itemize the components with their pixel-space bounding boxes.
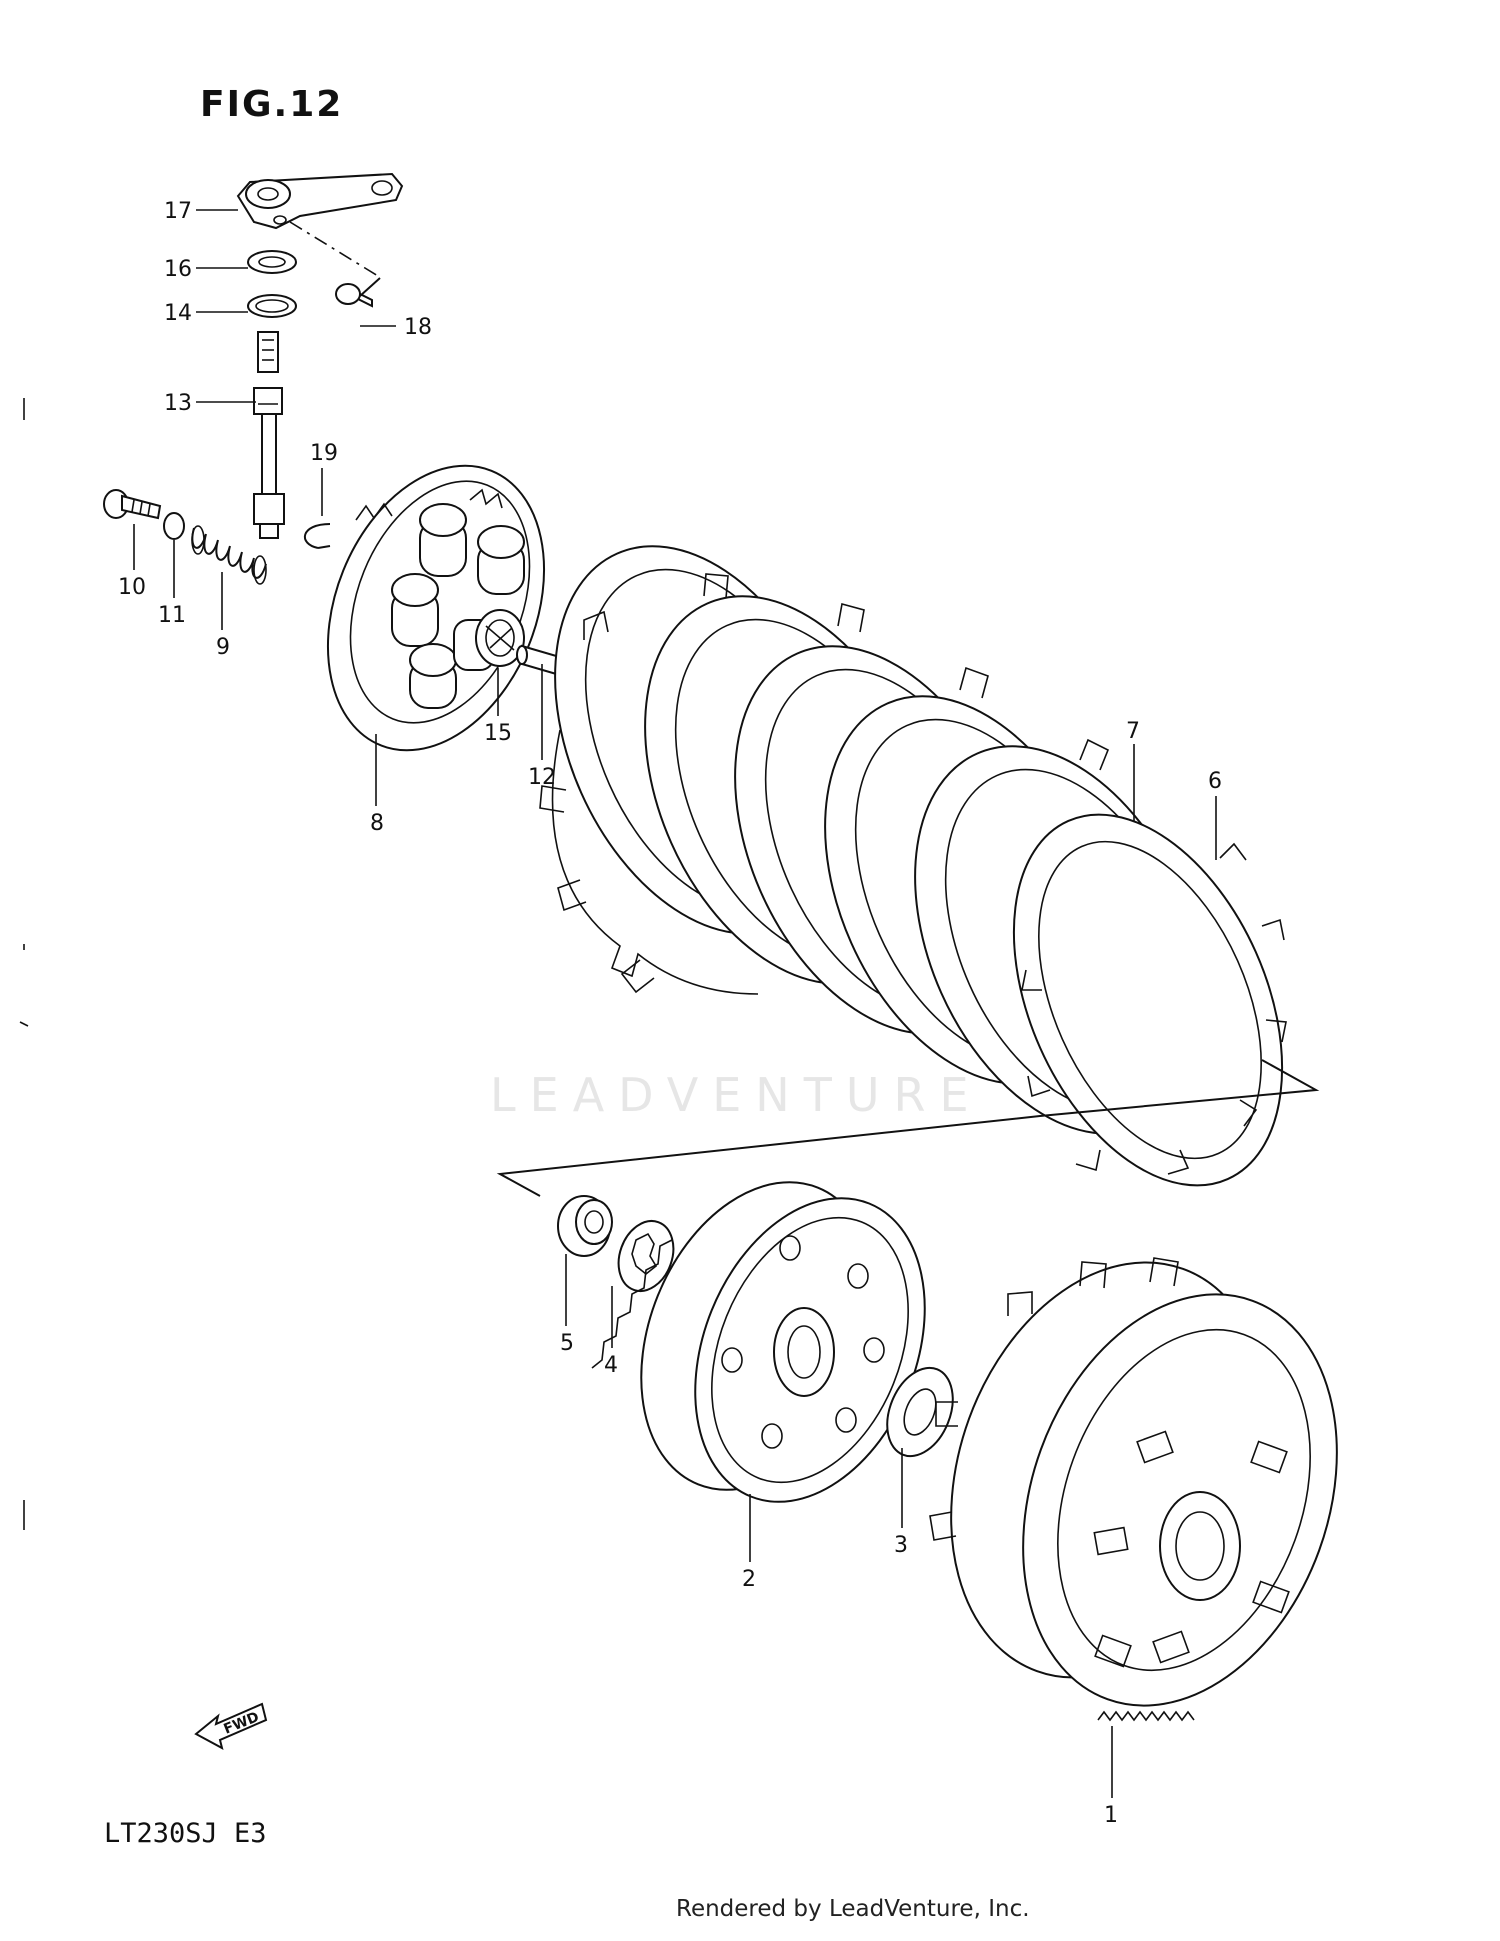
lock-washer-part — [617, 1220, 675, 1292]
clutch-housing-part — [929, 1257, 1338, 1722]
release-camshaft-part — [253, 331, 285, 539]
forward-direction-icon: FWD — [194, 1702, 268, 1750]
bolt-part-18 — [335, 277, 381, 308]
watermark: LEADVENTURE — [490, 1068, 983, 1122]
render-credit: Rendered by LeadVenture, Inc. — [676, 1896, 1030, 1922]
callout-1: 1 — [1104, 1803, 1118, 1828]
callout-14: 14 — [164, 301, 192, 326]
callout-10: 10 — [118, 575, 146, 600]
callout-15: 15 — [484, 721, 512, 746]
drive-plate-part — [1012, 813, 1287, 1187]
clutch-sleeve-hub-part — [591, 1181, 926, 1503]
callout-17: 17 — [164, 199, 192, 224]
leader-lines — [133, 209, 1217, 1798]
callout-11: 11 — [158, 603, 186, 628]
callout-18: 18 — [404, 315, 432, 340]
callout-16: 16 — [164, 257, 192, 282]
spring-part — [191, 525, 267, 585]
bolt-part-10 — [103, 489, 162, 520]
model-code: LT230SJ E3 — [104, 1818, 267, 1849]
callout-numbers: 17 16 14 18 13 19 10 11 9 15 8 12 7 6 5 … — [118, 199, 1222, 1828]
callout-6: 6 — [1208, 769, 1222, 794]
o-ring-part — [247, 294, 297, 318]
callout-7: 7 — [1126, 719, 1140, 744]
release-arm-part — [236, 172, 404, 230]
pressure-plate-part — [326, 464, 546, 752]
callout-12: 12 — [528, 765, 556, 790]
thrust-washer-part — [886, 1366, 954, 1458]
washer-part — [163, 512, 185, 540]
callout-13: 13 — [164, 391, 192, 416]
callout-3: 3 — [894, 1533, 908, 1558]
nut-part — [557, 1195, 613, 1257]
callout-9: 9 — [216, 635, 230, 660]
figure-title: FIG.12 — [200, 84, 344, 125]
scan-margin-marks — [19, 398, 29, 1530]
callout-8: 8 — [370, 811, 384, 836]
oil-seal-part — [247, 250, 297, 274]
callout-5: 5 — [560, 1331, 574, 1356]
callout-2: 2 — [742, 1567, 756, 1592]
circlip-part — [303, 523, 331, 549]
callout-4: 4 — [604, 1353, 618, 1378]
bearing-part — [475, 609, 525, 667]
callout-19: 19 — [310, 441, 338, 466]
